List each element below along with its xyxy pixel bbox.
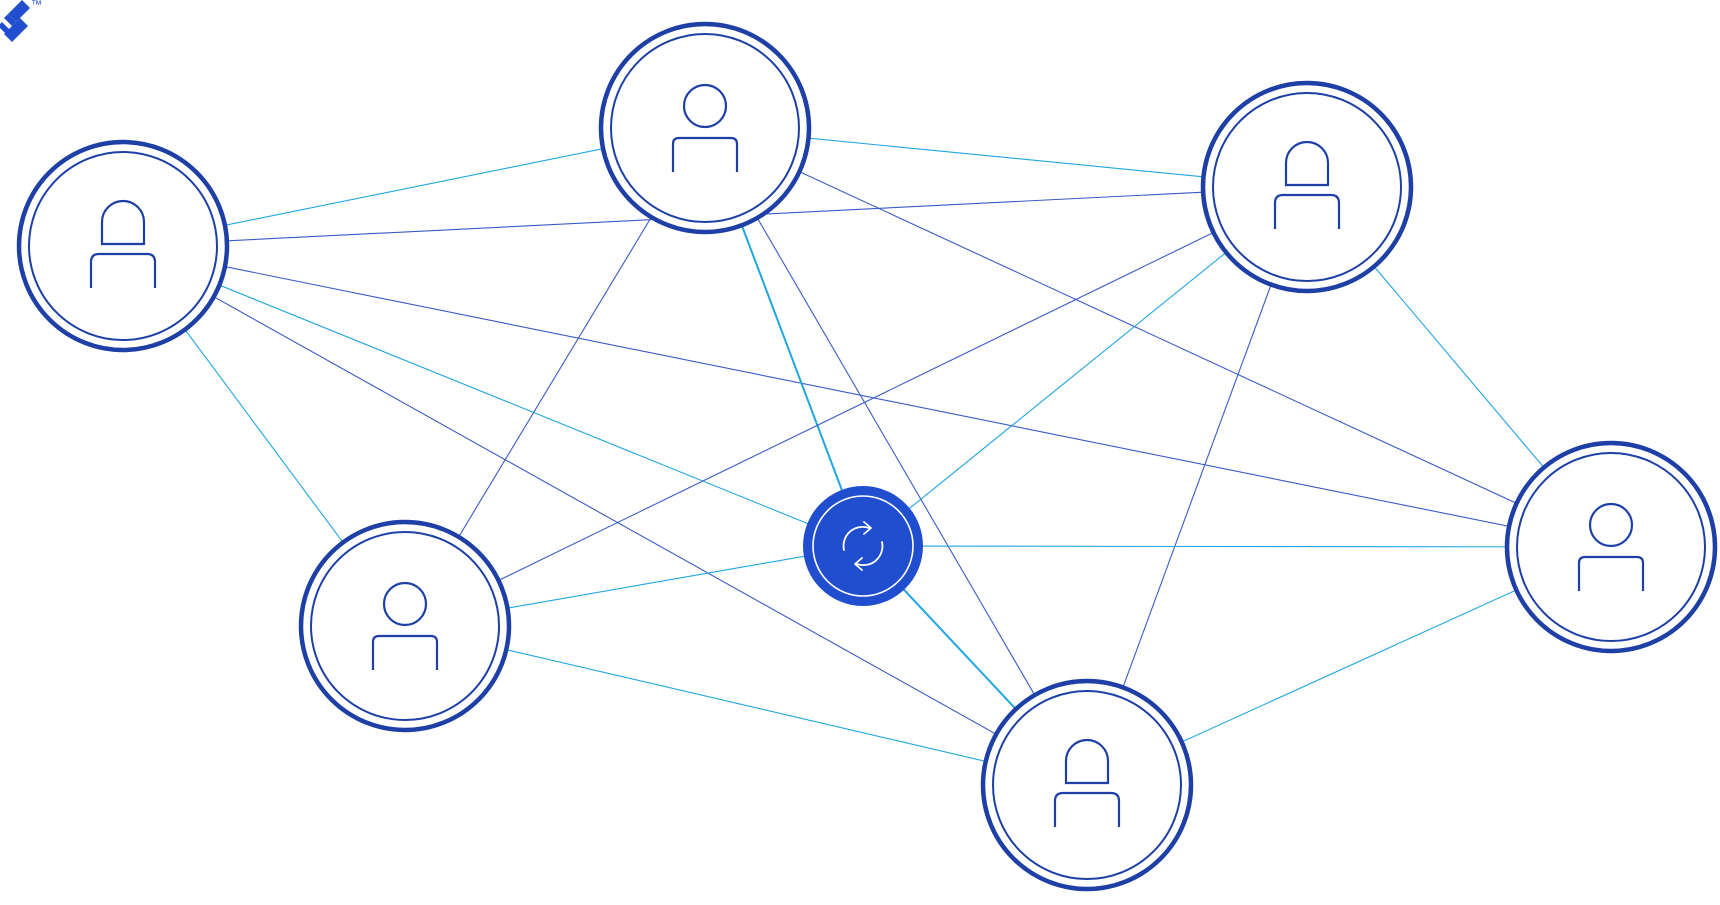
sync-arrows-icon: [842, 521, 884, 571]
edge-hub-to-user-5: [862, 545, 1612, 548]
edge-user-2-to-user-5: [704, 127, 1612, 548]
person-round-head-icon: [671, 83, 739, 172]
brand-logo[interactable]: ™: [0, 0, 56, 52]
node-inner-ring: [310, 531, 500, 721]
edge-user-1-to-user-6: [122, 245, 1088, 786]
edge-user-1-to-user-5: [122, 245, 1612, 548]
hub-disc: [803, 486, 923, 606]
node-outer-ring: [1200, 80, 1414, 294]
person-round-head-icon: [1577, 502, 1645, 591]
nodes-layer: [16, 21, 1718, 892]
edge-user-3-to-user-4: [404, 186, 1308, 627]
node-user-3[interactable]: [1200, 80, 1414, 294]
trademark-symbol: ™: [31, 0, 42, 11]
node-outer-ring: [16, 139, 230, 353]
node-user-1[interactable]: [16, 139, 230, 353]
person-round-head-icon: [371, 581, 439, 670]
person-rounded-head-icon: [1273, 140, 1341, 229]
node-user-6[interactable]: [980, 678, 1194, 892]
node-user-5[interactable]: [1504, 440, 1718, 654]
node-outer-ring: [980, 678, 1194, 892]
edge-user-1-to-hub: [122, 245, 864, 547]
person-rounded-head-icon: [89, 199, 157, 288]
person-rounded-head-icon: [1053, 738, 1121, 827]
node-inner-ring: [992, 690, 1182, 880]
node-inner-ring: [1516, 452, 1706, 642]
edge-user-2-to-user-6: [704, 127, 1088, 786]
node-inner-ring: [1212, 92, 1402, 282]
node-user-2[interactable]: [598, 21, 812, 235]
node-inner-ring: [610, 33, 800, 223]
node-hub[interactable]: [803, 486, 923, 606]
edge-user-4-to-user-6: [404, 625, 1088, 786]
toptal-logo-icon: [0, 0, 30, 42]
node-inner-ring: [28, 151, 218, 341]
node-user-4[interactable]: [298, 519, 512, 733]
hub-inner-ring: [812, 495, 914, 597]
